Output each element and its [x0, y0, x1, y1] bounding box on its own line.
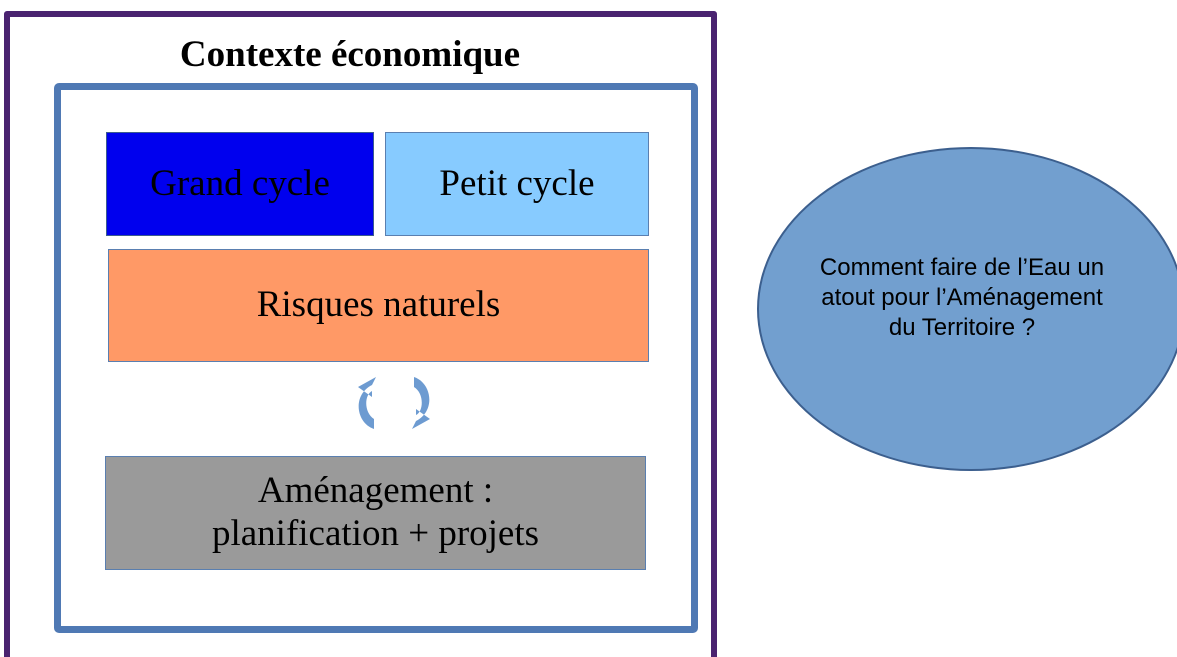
amenagement-label-line1: Aménagement :: [257, 470, 494, 512]
grand-cycle-box: Grand cycle: [106, 132, 374, 236]
petit-cycle-label: Petit cycle: [439, 162, 595, 204]
amenagement-label-line2: planification + projets: [211, 513, 540, 554]
left-cycle-arrow: [358, 377, 376, 429]
risques-naturels-label: Risques naturels: [256, 284, 501, 326]
diagram-title: Contexte économique: [179, 34, 521, 75]
question-line3: du Territoire ?: [888, 314, 1036, 341]
economic-context-frame: [4, 11, 717, 657]
risques-naturels-box: Risques naturels: [108, 249, 649, 362]
petit-cycle-box: Petit cycle: [385, 132, 649, 236]
cycle-arrows-icon: [358, 377, 430, 429]
question-ellipse: Comment faire de l’Eau un atout pour l’A…: [757, 147, 1177, 471]
question-text: Comment faire de l’Eau un atout pour l’A…: [762, 253, 1162, 343]
right-cycle-arrow: [412, 377, 430, 429]
question-line2: atout pour l’Aménagement: [821, 284, 1103, 311]
question-line1: Comment faire de l’Eau un: [819, 254, 1105, 281]
grand-cycle-label: Grand cycle: [150, 162, 330, 204]
water-management-frame: [54, 83, 698, 633]
amenagement-box: Aménagement : planification + projets: [105, 456, 646, 570]
